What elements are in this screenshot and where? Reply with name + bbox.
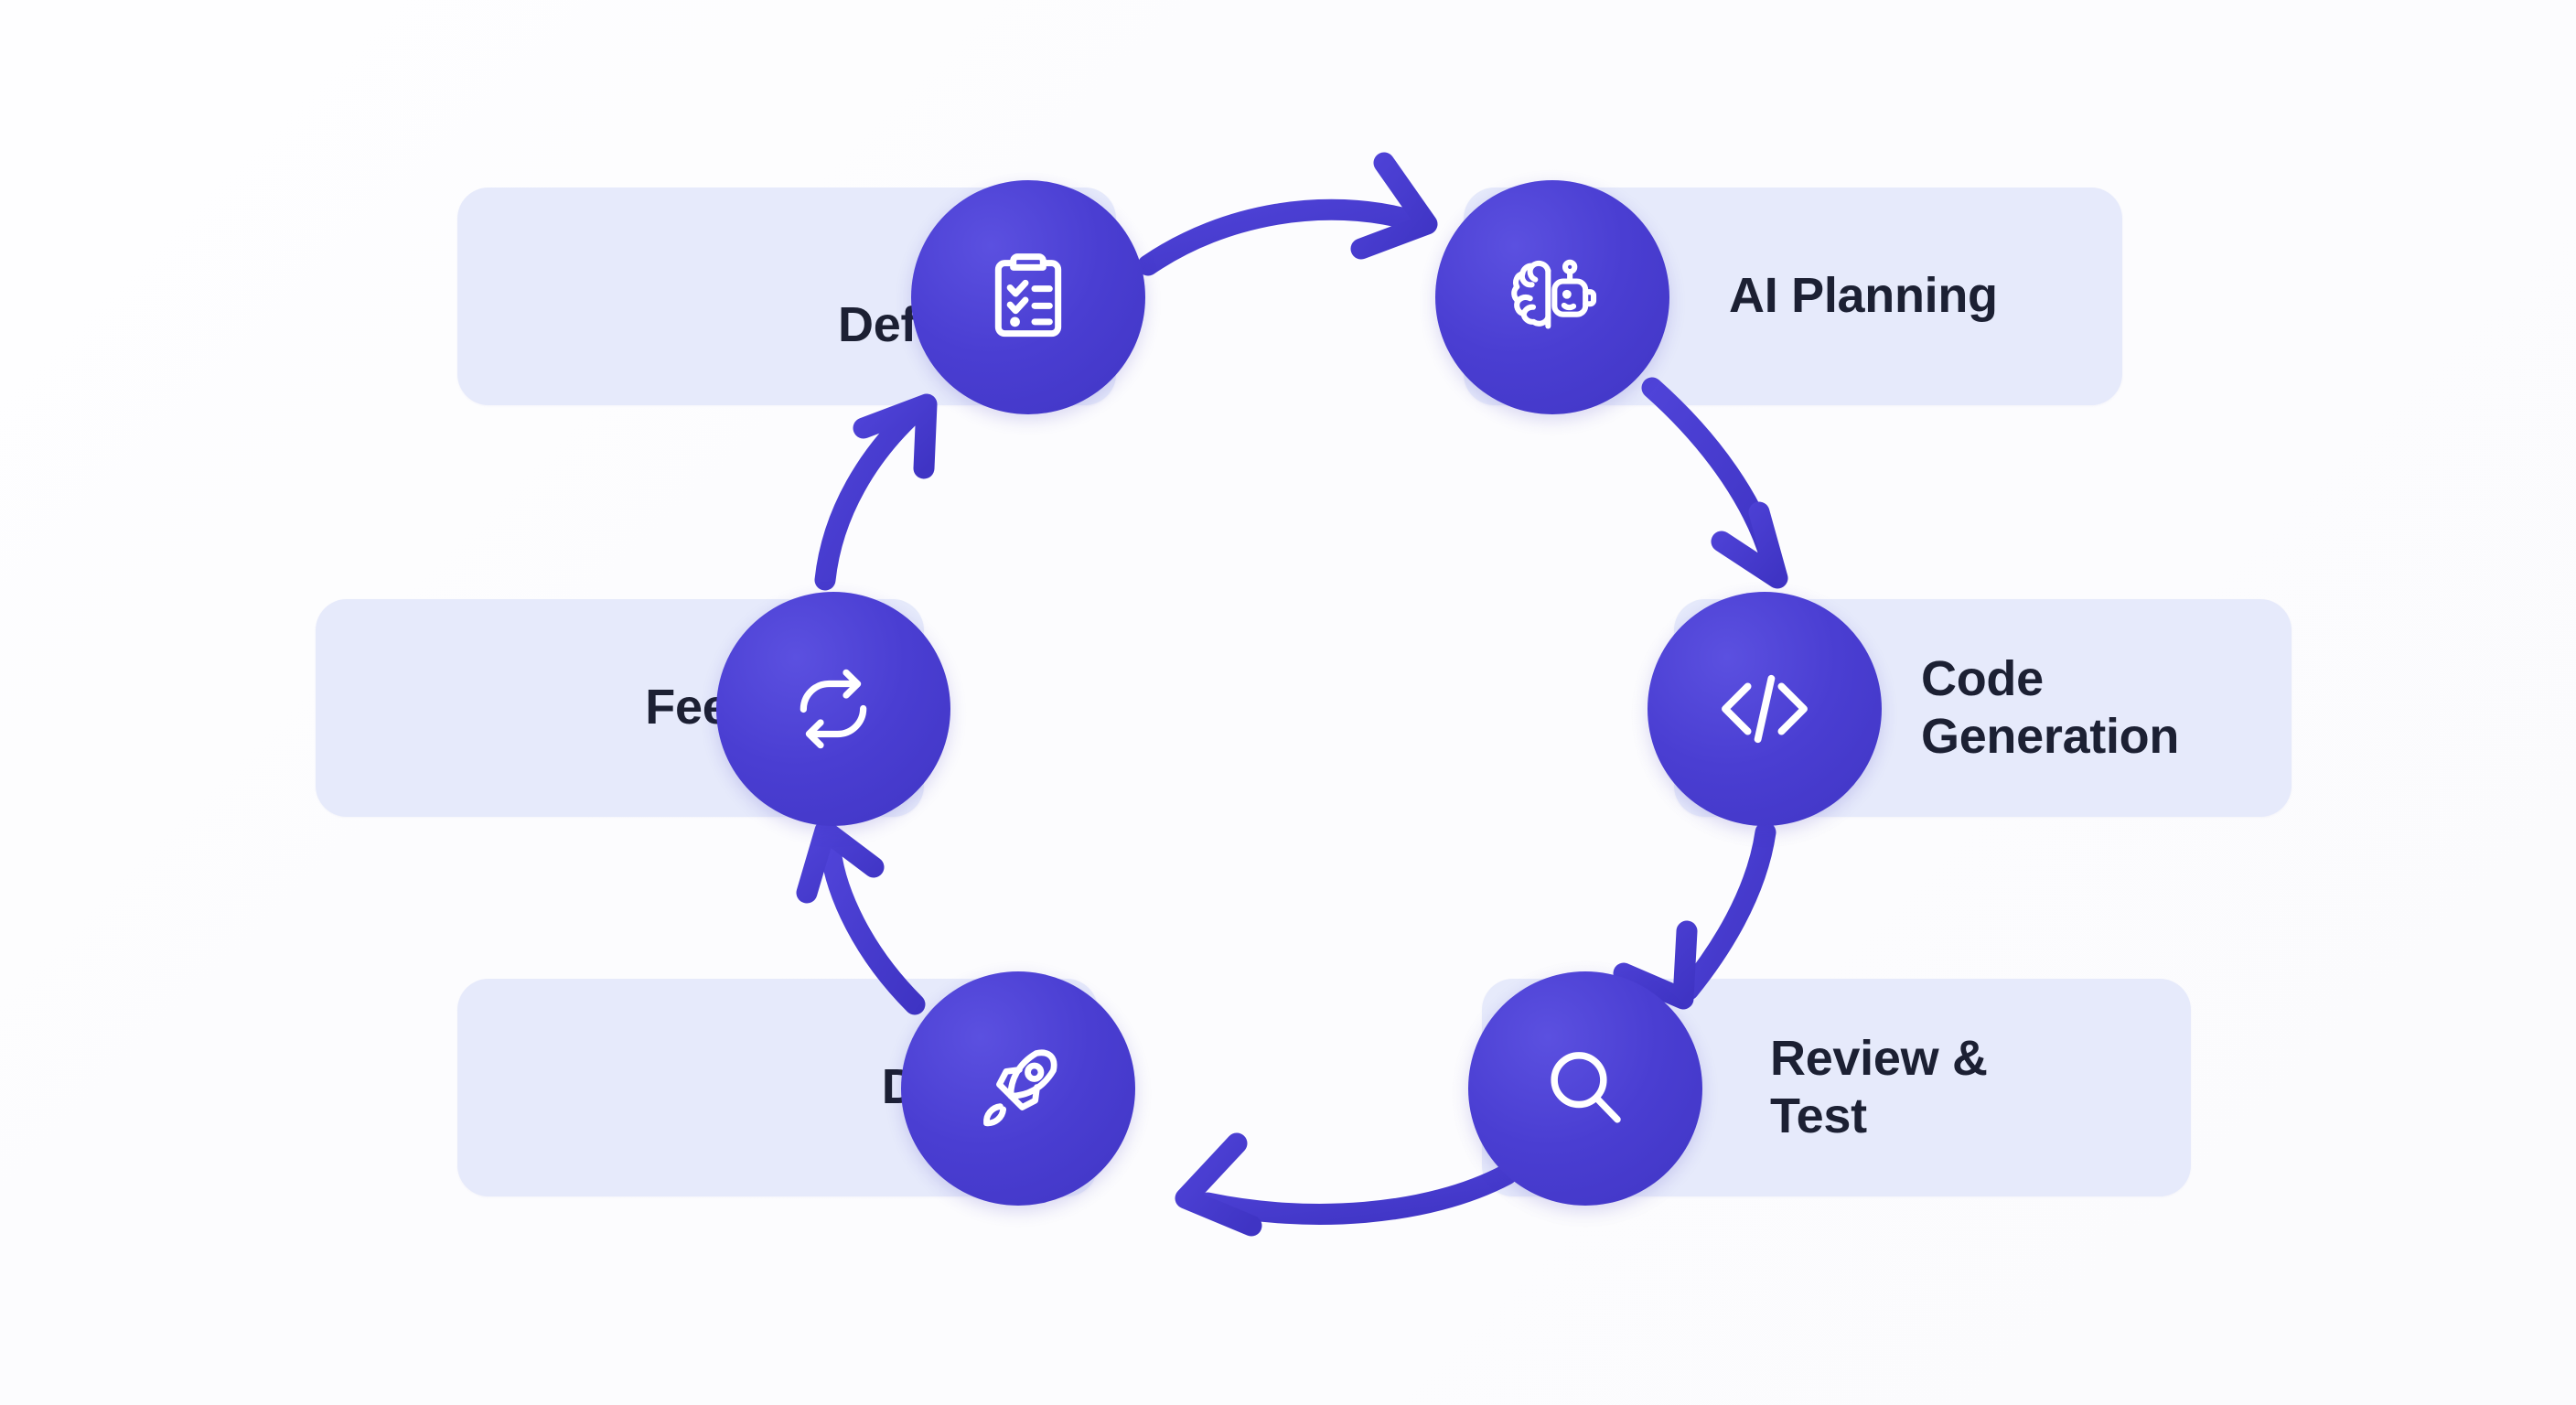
node-task-definition[interactable] [911,180,1145,414]
arrow-task-definition-to-ai-planning [1137,152,1438,276]
node-deploy[interactable] [901,971,1135,1206]
brain-robot-icon [1511,259,1597,329]
arrow-feedback-to-task-definition [814,393,938,591]
rocket-icon [983,1049,1057,1127]
code-brackets-icon [1722,674,1808,744]
arrow-code-generation-to-review-test [1613,821,1776,1010]
node-ai-planning[interactable] [1435,180,1669,414]
node-feedback[interactable] [716,592,950,826]
node-review-test[interactable] [1468,971,1702,1206]
node-label-review-test: Review & Test [1770,1030,1988,1143]
node-label-code-generation: Code Generation [1921,650,2180,764]
refresh-loop-icon [800,669,867,749]
arrow-ai-planning-to-code-generation [1641,377,1788,589]
magnifying-glass-icon [1551,1052,1621,1123]
node-label-ai-planning: AI Planning [1729,268,1998,324]
clipboard-checklist-icon [994,253,1062,338]
arrow-review-test-to-deploy [1175,1132,1518,1237]
node-code-generation[interactable] [1648,592,1882,826]
